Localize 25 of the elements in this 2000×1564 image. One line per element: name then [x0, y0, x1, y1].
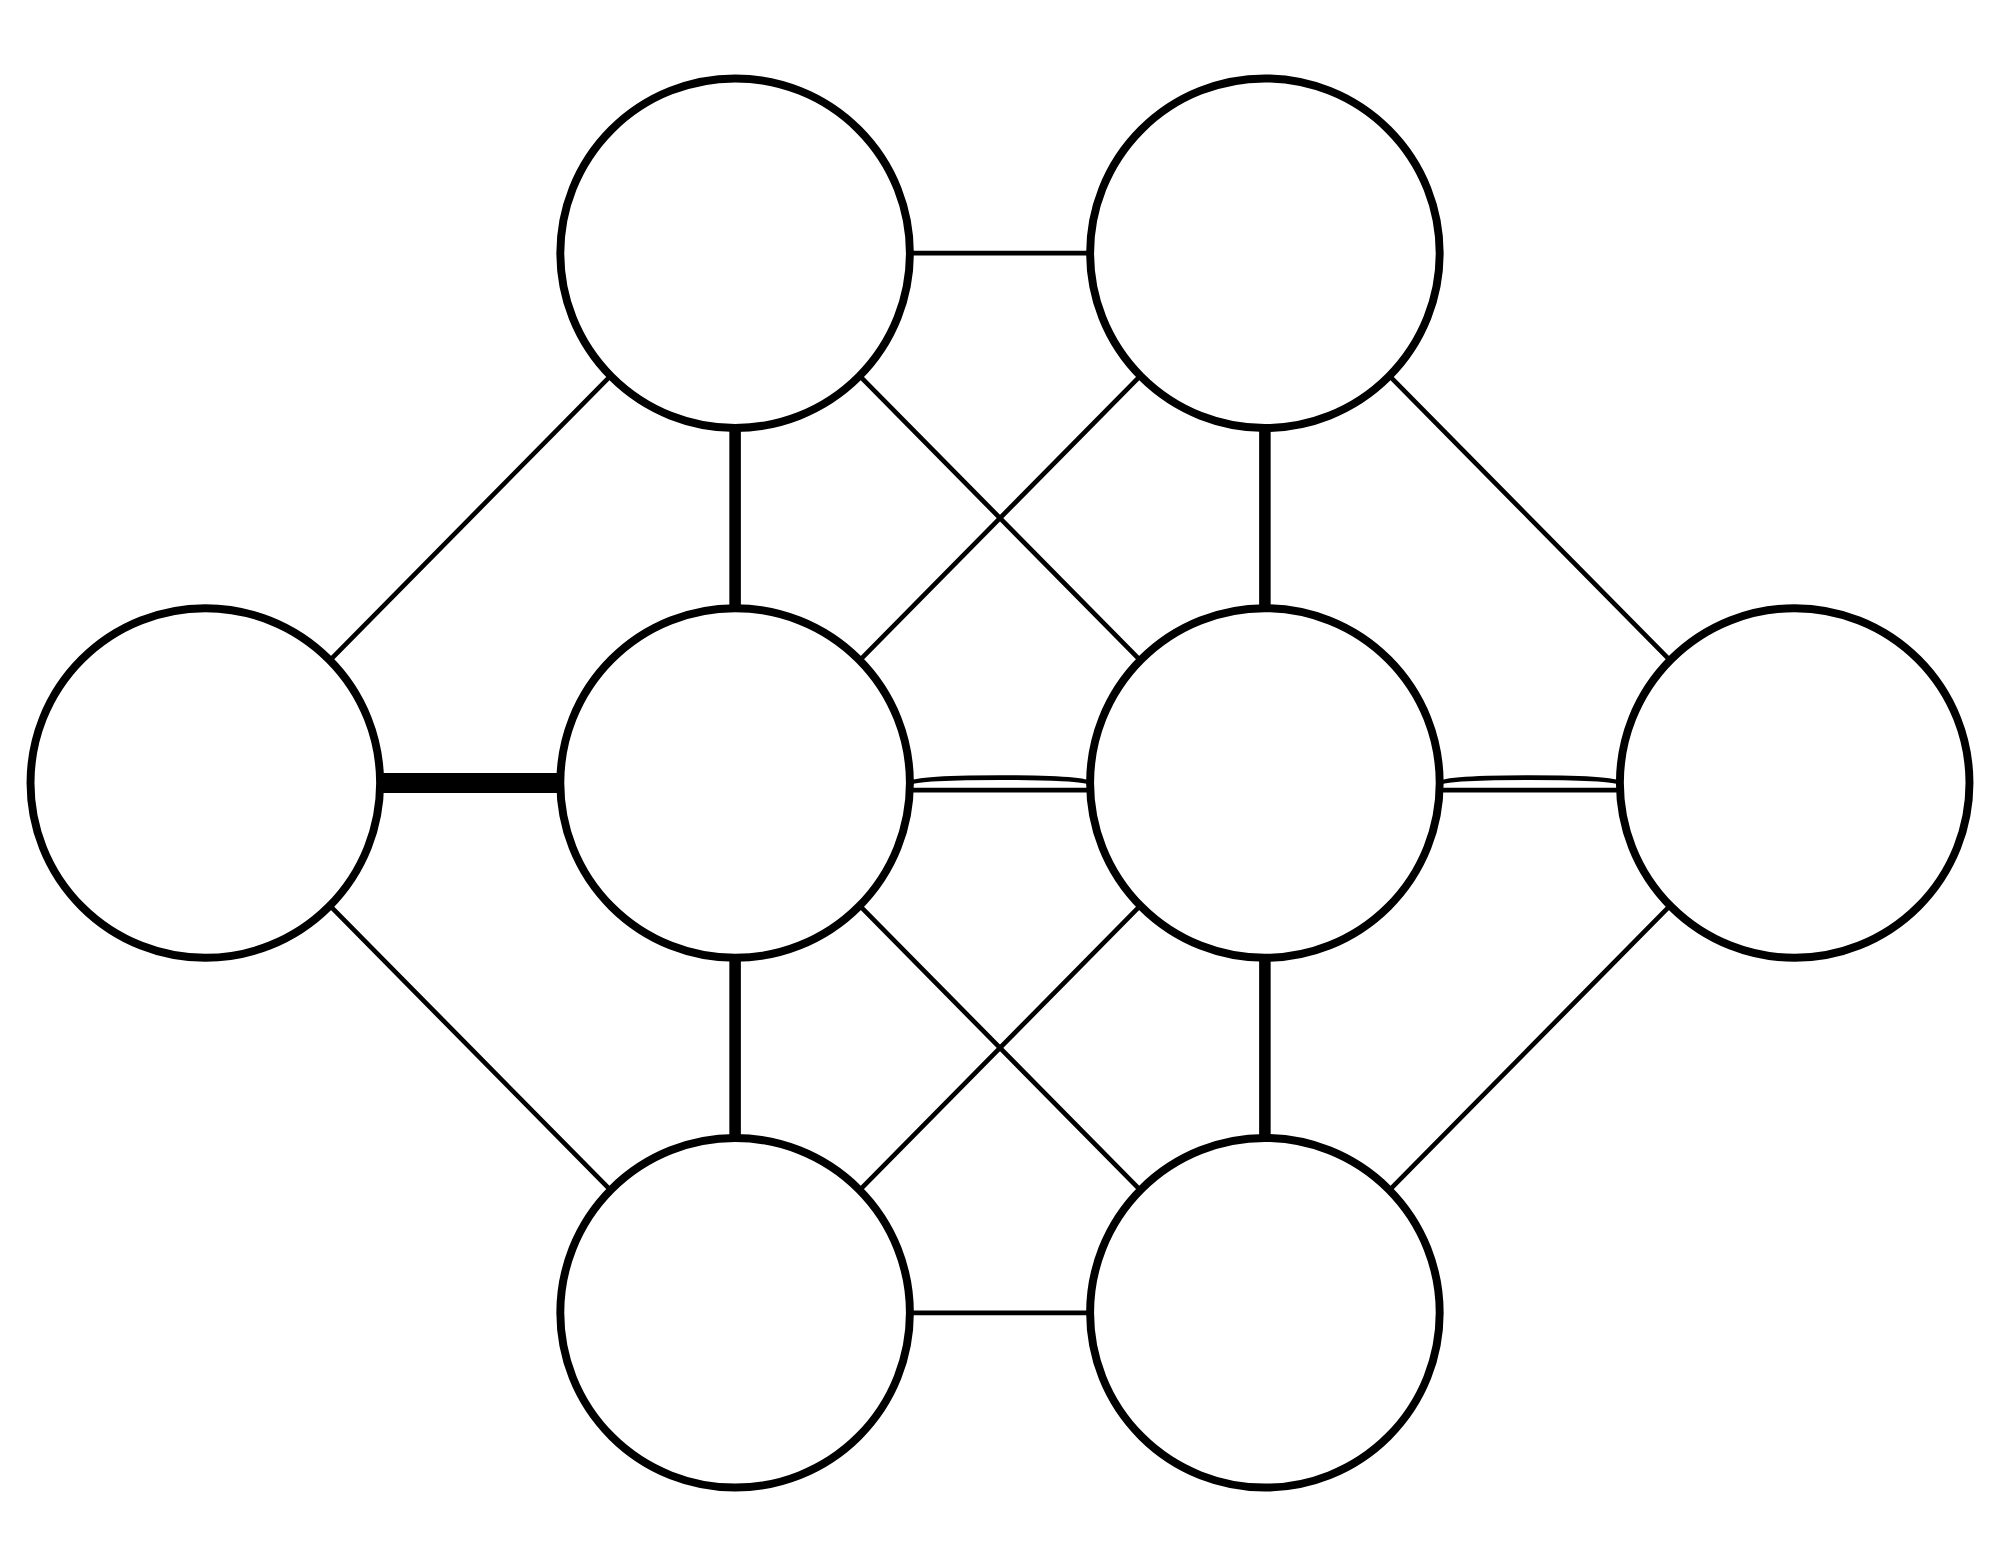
- node-circle: [1615, 603, 1974, 961]
- connector: [1438, 774, 1621, 785]
- connector: [381, 772, 560, 792]
- connector: [911, 249, 1089, 255]
- connector: [1259, 428, 1271, 608]
- connector: [911, 786, 1089, 792]
- connector: [328, 903, 612, 1191]
- connector: [1388, 373, 1672, 661]
- connector: [729, 428, 741, 608]
- node-circle: [556, 73, 914, 431]
- connector: [858, 373, 1142, 661]
- connector: [328, 373, 612, 661]
- connector: [1441, 786, 1619, 792]
- connector: [908, 774, 1092, 785]
- node-circle: [556, 1133, 914, 1491]
- connector: [1259, 958, 1271, 1137]
- node-circle: [1086, 603, 1444, 961]
- node-circle: [1086, 73, 1444, 431]
- connector: [1388, 903, 1672, 1191]
- connector: [858, 903, 1142, 1191]
- connector: [911, 1309, 1089, 1315]
- node-circle: [1086, 1133, 1444, 1491]
- connector: [729, 958, 741, 1137]
- node-circle: [556, 603, 914, 961]
- node-circle: [26, 603, 385, 961]
